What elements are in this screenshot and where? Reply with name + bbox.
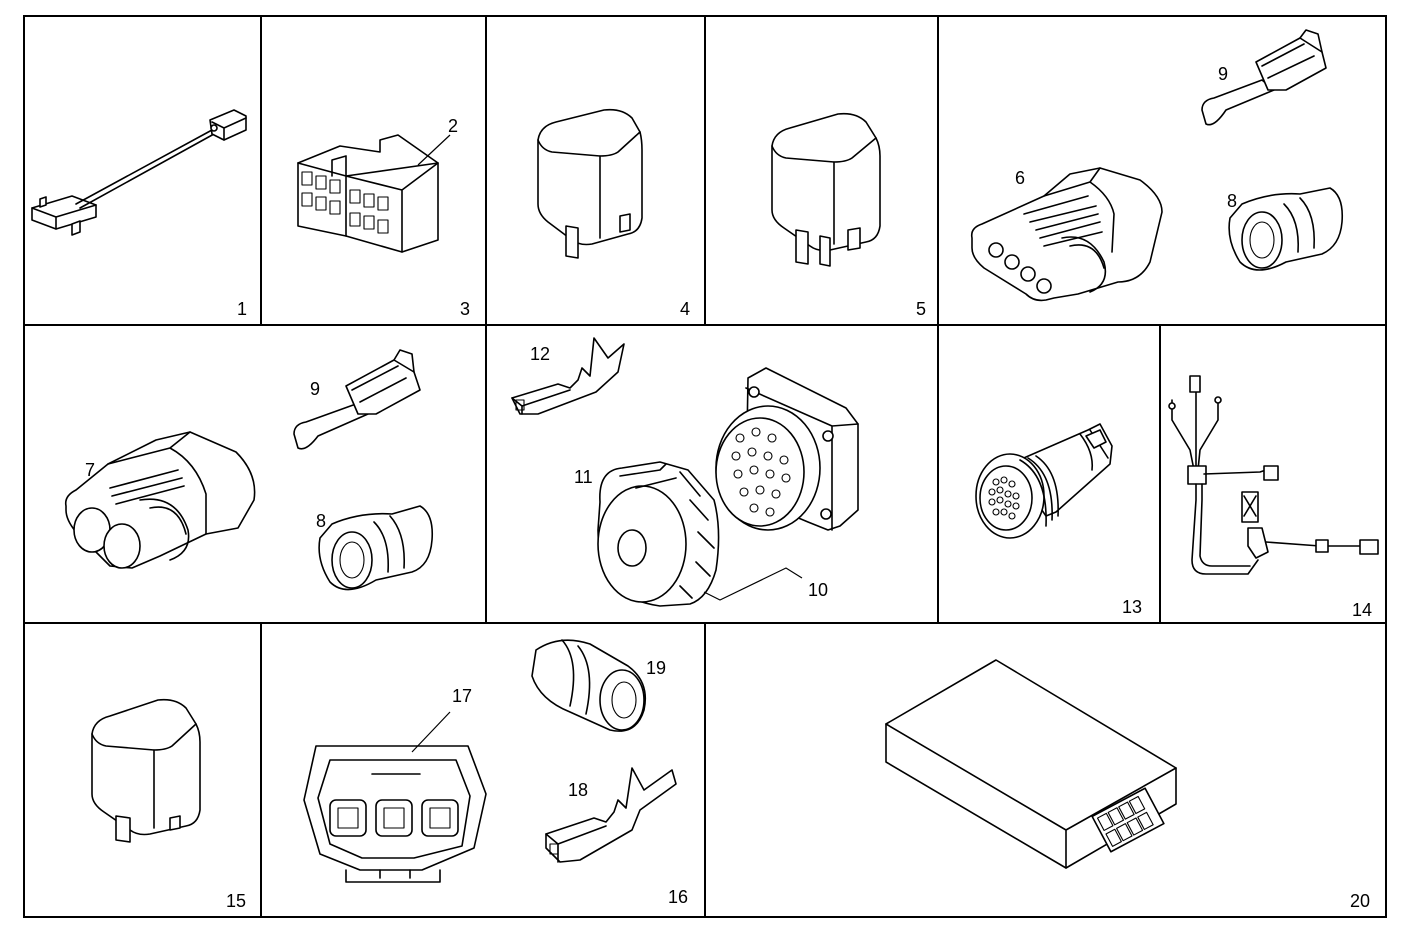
panel-14-wiring-harness: 14 — [1168, 375, 1379, 620]
panel-index-label: 15 — [226, 891, 246, 911]
callout-label: 18 — [568, 780, 588, 800]
panel-grid — [23, 15, 1387, 918]
panel-index-label: 4 — [680, 299, 690, 319]
callout-label: 10 — [808, 580, 828, 600]
panel-index-label: 14 — [1352, 600, 1372, 620]
panel-7-connector-terminal-seal: 7 9 8 — [64, 349, 434, 591]
panel-15-relay: 15 — [91, 698, 246, 911]
callout-label: 19 — [646, 658, 666, 678]
panel-16-connector-seal-terminal: 17 19 18 16 — [303, 639, 688, 907]
panel-20-control-unit: 20 — [885, 659, 1370, 911]
panel-index-label: 16 — [668, 887, 688, 907]
callout-label: 2 — [448, 116, 458, 136]
panel-index-label: 20 — [1350, 891, 1370, 911]
panel-4-relay: 4 — [537, 108, 690, 319]
callout-label: 8 — [316, 511, 326, 531]
callout-label: 12 — [530, 344, 550, 364]
callout-label: 11 — [574, 467, 593, 487]
panel-connector-terminal-seal: 9 6 8 — [970, 29, 1344, 302]
callout-label: 9 — [310, 379, 320, 399]
panel-3-connector-housing: 2 3 — [297, 116, 470, 319]
callout-label: 7 — [85, 460, 95, 480]
panel-5-relay: 5 — [771, 112, 926, 319]
callout-label: 9 — [1218, 64, 1228, 84]
panel-index-label: 13 — [1122, 597, 1142, 617]
panel-1-sensor-cable: 1 — [31, 109, 247, 319]
panel-index-label: 1 — [237, 299, 247, 319]
panel-index-label: 5 — [916, 299, 926, 319]
panel-13-circular-plug: 13 — [975, 423, 1142, 617]
callout-label: 6 — [1015, 168, 1025, 188]
panel-10-round-connector: 12 11 10 — [511, 337, 859, 607]
panel-index-label: 3 — [460, 299, 470, 319]
callout-label: 17 — [452, 686, 472, 706]
callout-label: 8 — [1227, 191, 1237, 211]
